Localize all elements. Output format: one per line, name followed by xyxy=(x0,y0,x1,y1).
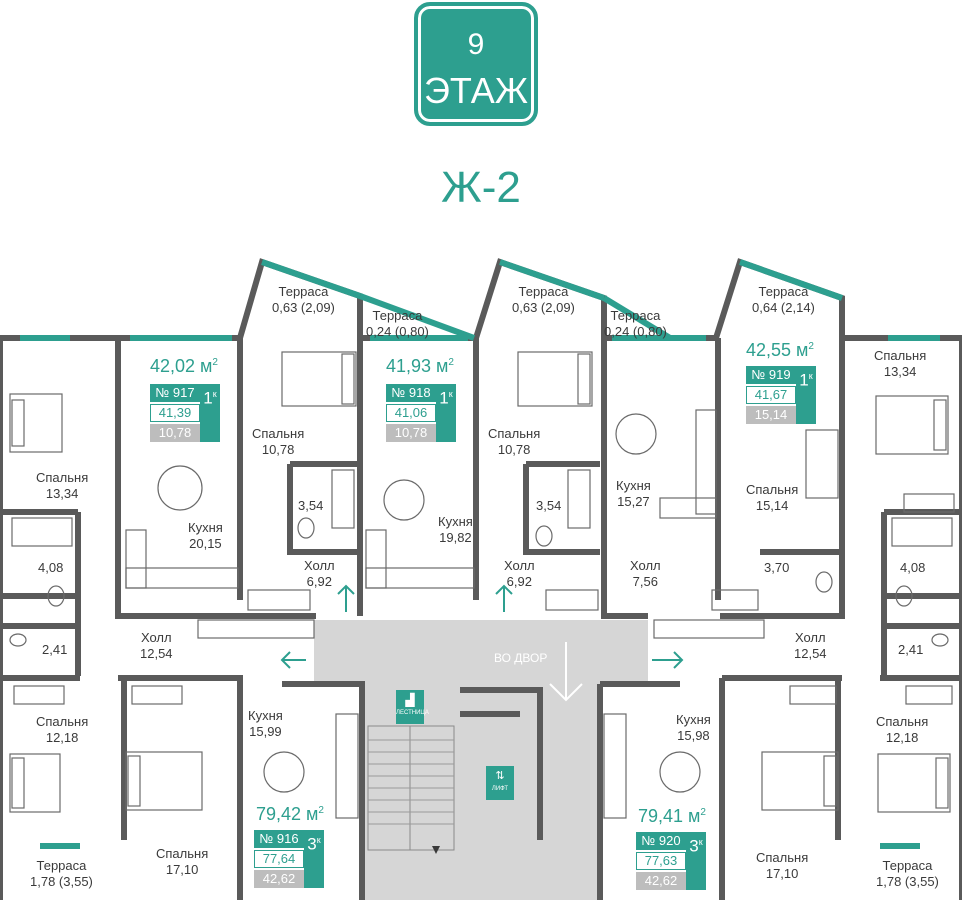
apt-total-area: 77,64 xyxy=(254,850,304,868)
floor-number: 9 xyxy=(467,28,485,61)
corridor xyxy=(314,620,648,900)
apt-918-area: 41,93 м2 xyxy=(386,356,454,376)
apt-number: № 917 xyxy=(150,384,200,402)
apt-room-count: 3к xyxy=(686,832,706,890)
apt-living-area: 10,78 xyxy=(150,424,200,442)
room-label: 2,41 xyxy=(898,642,924,657)
lift-icon: ⇅ xyxy=(495,770,505,782)
apt-room-count: 1к xyxy=(200,384,220,442)
room-label: 3,70 xyxy=(764,560,790,575)
apt-number: № 918 xyxy=(386,384,436,402)
room-label: 2,41 xyxy=(42,642,68,657)
apt-total-area: 41,67 xyxy=(746,386,796,404)
lift-label: ⇅ ЛИФТ xyxy=(486,766,514,800)
apt-living-area: 10,78 xyxy=(386,424,436,442)
building-title: Ж-2 xyxy=(441,163,521,212)
apt-number: № 916 xyxy=(254,830,304,848)
entry-arrows xyxy=(280,584,684,669)
yard-arrow xyxy=(549,642,583,702)
apt-number: № 920 xyxy=(636,832,686,850)
apt-918-card[interactable]: № 918 41,06 10,78 1к xyxy=(386,384,456,444)
apt-916-card[interactable]: № 916 77,64 42,62 3к xyxy=(254,830,324,890)
apt-917-card[interactable]: № 917 41,39 10,78 1к xyxy=(150,384,220,444)
apt-916-area: 79,42 м2 xyxy=(256,804,324,824)
apt-total-area: 41,39 xyxy=(150,404,200,422)
apt-920-card[interactable]: № 920 77,63 42,62 3к xyxy=(636,832,706,892)
apt-room-count: 1к xyxy=(436,384,456,442)
terraces xyxy=(20,259,940,849)
room-label: 4,08 xyxy=(900,560,926,575)
stairs-label: ▟ ЛЕСТНИЦА xyxy=(396,690,429,724)
stairs-icon: ▟ xyxy=(405,693,415,707)
stairs-arrow xyxy=(432,846,440,854)
stairwell xyxy=(367,725,455,851)
apt-number: № 919 xyxy=(746,366,796,384)
yard-exit-label: ВО ДВОР xyxy=(494,651,548,665)
apt-919-card[interactable]: № 919 41,67 15,14 1к xyxy=(746,366,816,426)
apt-room-count: 1к xyxy=(796,366,816,424)
floor-badge: 9 ЭТАЖ xyxy=(414,2,538,126)
room-label: 3,54 xyxy=(536,498,562,513)
apt-living-area: 42,62 xyxy=(254,870,304,888)
floor-word: ЭТАЖ xyxy=(424,70,528,111)
apt-920-area: 79,41 м2 xyxy=(638,806,706,826)
apt-living-area: 15,14 xyxy=(746,406,796,424)
apt-917-area: 42,02 м2 xyxy=(150,356,218,376)
apt-total-area: 41,06 xyxy=(386,404,436,422)
apt-room-count: 3к xyxy=(304,830,324,888)
apt-total-area: 77,63 xyxy=(636,852,686,870)
furniture xyxy=(9,351,955,819)
apt-living-area: 42,62 xyxy=(636,872,686,890)
apt-919-area: 42,55 м2 xyxy=(746,340,814,360)
room-label: 4,08 xyxy=(38,560,64,575)
room-label: 3,54 xyxy=(298,498,324,513)
